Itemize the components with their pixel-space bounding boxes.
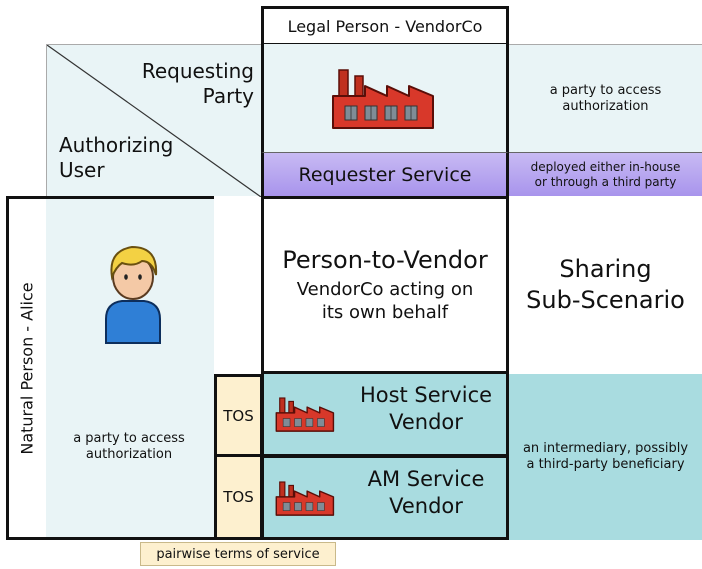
legal-person-header: Legal Person - VendorCo — [261, 6, 509, 46]
corner-cell: Requesting Party Authorizing User — [46, 44, 262, 197]
person-to-vendor-subtitle: VendorCo acting on its own behalf — [296, 278, 474, 323]
natural-person-strip: Natural Person - Alice — [6, 196, 47, 540]
requesting-party-label: Requesting Party — [141, 59, 254, 108]
factory-icon — [275, 481, 335, 516]
am-service-vendor-label: AM Service Vendor — [367, 467, 485, 519]
person-party-access-note: a party to access authorization — [73, 431, 185, 463]
tos-cell-am: TOS — [214, 457, 261, 540]
party-access-note-right: a party to access authorization — [509, 44, 702, 152]
authorizing-user-label: Authorizing User — [59, 133, 174, 182]
person-cell: a party to access authorization — [46, 196, 214, 540]
person-to-vendor-title: Person-to-Vendor — [282, 245, 488, 274]
corner-diagonal — [47, 45, 262, 197]
requester-service-bar: Requester Service — [261, 152, 509, 196]
am-service-vendor-cell: AM Service Vendor — [261, 457, 509, 540]
factory-icon — [275, 397, 335, 432]
factory-icon — [332, 69, 434, 129]
vendor-cell — [261, 44, 509, 152]
tos-cell-host: TOS — [214, 374, 261, 457]
host-service-vendor-cell: Host Service Vendor — [261, 374, 509, 457]
intermediary-note: an intermediary, possibly a third-party … — [509, 374, 702, 540]
deployed-note: deployed either in-house or through a th… — [509, 152, 702, 196]
legal-person-label: Legal Person - VendorCo — [287, 16, 483, 36]
host-service-vendor-label: Host Service Vendor — [359, 383, 493, 435]
sharing-sub-scenario: Sharing Sub-Scenario — [526, 254, 685, 314]
natural-person-label: Natural Person - Alice — [18, 281, 38, 455]
person-icon — [105, 245, 161, 344]
person-to-vendor-cell: Person-to-Vendor VendorCo acting on its … — [261, 196, 509, 374]
requester-service-label: Requester Service — [298, 163, 472, 186]
pairwise-tos-note: pairwise terms of service — [140, 542, 336, 566]
